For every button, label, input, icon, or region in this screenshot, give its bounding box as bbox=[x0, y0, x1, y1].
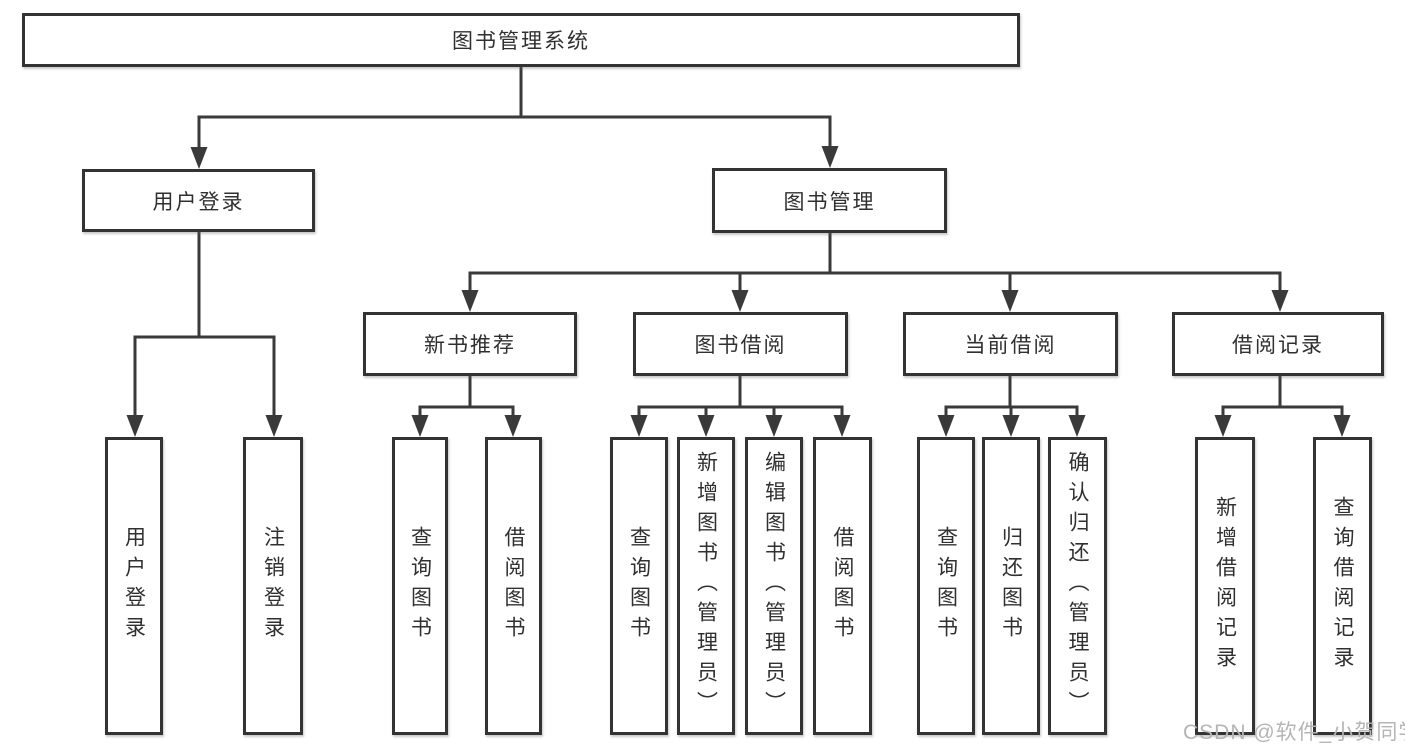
node-borrowing-records-label: 借阅记录 bbox=[1232, 334, 1324, 357]
leaf-user-login-label: 用户登录 bbox=[122, 526, 146, 646]
leaf-records-add-record-label: 新增借阅记录 bbox=[1213, 496, 1237, 676]
leaf-recommend-borrow-books: 借阅图书 bbox=[485, 437, 542, 735]
node-book-borrowing-label: 图书借阅 bbox=[694, 334, 787, 357]
leaf-current-query-books: 查询图书 bbox=[917, 437, 975, 735]
node-current-borrowing-label: 当前借阅 bbox=[964, 334, 1057, 357]
node-book-borrowing: 图书借阅 bbox=[633, 312, 848, 376]
leaf-borrowing-add-books-admin-label: 新增图书（管理员） bbox=[694, 451, 718, 721]
leaf-borrowing-add-books-admin: 新增图书（管理员） bbox=[677, 437, 735, 735]
node-book-management: 图书管理 bbox=[712, 168, 947, 233]
node-root-label: 图书管理系统 bbox=[452, 30, 590, 53]
leaf-borrowing-edit-books-admin-label: 编辑图书（管理员） bbox=[762, 451, 786, 721]
node-new-book-recommend: 新书推荐 bbox=[363, 312, 577, 376]
node-user-login-label: 用户登录 bbox=[152, 190, 245, 214]
leaf-borrowing-borrow-books-label: 借阅图书 bbox=[831, 526, 854, 646]
node-new-book-recommend-label: 新书推荐 bbox=[424, 334, 516, 357]
leaf-current-confirm-return-admin-label: 确认归还（管理员） bbox=[1066, 451, 1089, 721]
leaf-recommend-query-books-label: 查询图书 bbox=[408, 526, 432, 646]
leaf-current-confirm-return-admin: 确认归还（管理员） bbox=[1048, 437, 1107, 735]
node-root: 图书管理系统 bbox=[22, 13, 1020, 67]
csdn-watermark: CSDN @软件_小贺同学 bbox=[1183, 721, 1405, 744]
leaf-recommend-query-books: 查询图书 bbox=[392, 437, 448, 735]
leaf-records-query-record: 查询借阅记录 bbox=[1313, 437, 1372, 735]
leaf-records-add-record: 新增借阅记录 bbox=[1195, 437, 1255, 735]
leaf-logout: 注销登录 bbox=[243, 437, 303, 735]
leaf-borrowing-query-books: 查询图书 bbox=[610, 437, 668, 735]
node-borrowing-records: 借阅记录 bbox=[1172, 312, 1384, 376]
leaf-current-query-books-label: 查询图书 bbox=[934, 526, 958, 646]
node-current-borrowing: 当前借阅 bbox=[903, 312, 1118, 376]
leaf-records-query-record-label: 查询借阅记录 bbox=[1331, 496, 1354, 676]
leaf-borrowing-borrow-books: 借阅图书 bbox=[813, 437, 872, 735]
leaf-current-return-books: 归还图书 bbox=[982, 437, 1040, 735]
leaf-borrowing-edit-books-admin: 编辑图书（管理员） bbox=[745, 437, 803, 735]
leaf-current-return-books-label: 归还图书 bbox=[999, 526, 1023, 646]
leaf-user-login: 用户登录 bbox=[105, 437, 163, 735]
node-user-login: 用户登录 bbox=[82, 169, 315, 232]
node-book-management-label: 图书管理 bbox=[783, 190, 876, 214]
leaf-borrowing-query-books-label: 查询图书 bbox=[627, 526, 651, 646]
leaf-recommend-borrow-books-label: 借阅图书 bbox=[502, 526, 525, 646]
leaf-logout-label: 注销登录 bbox=[261, 526, 285, 646]
